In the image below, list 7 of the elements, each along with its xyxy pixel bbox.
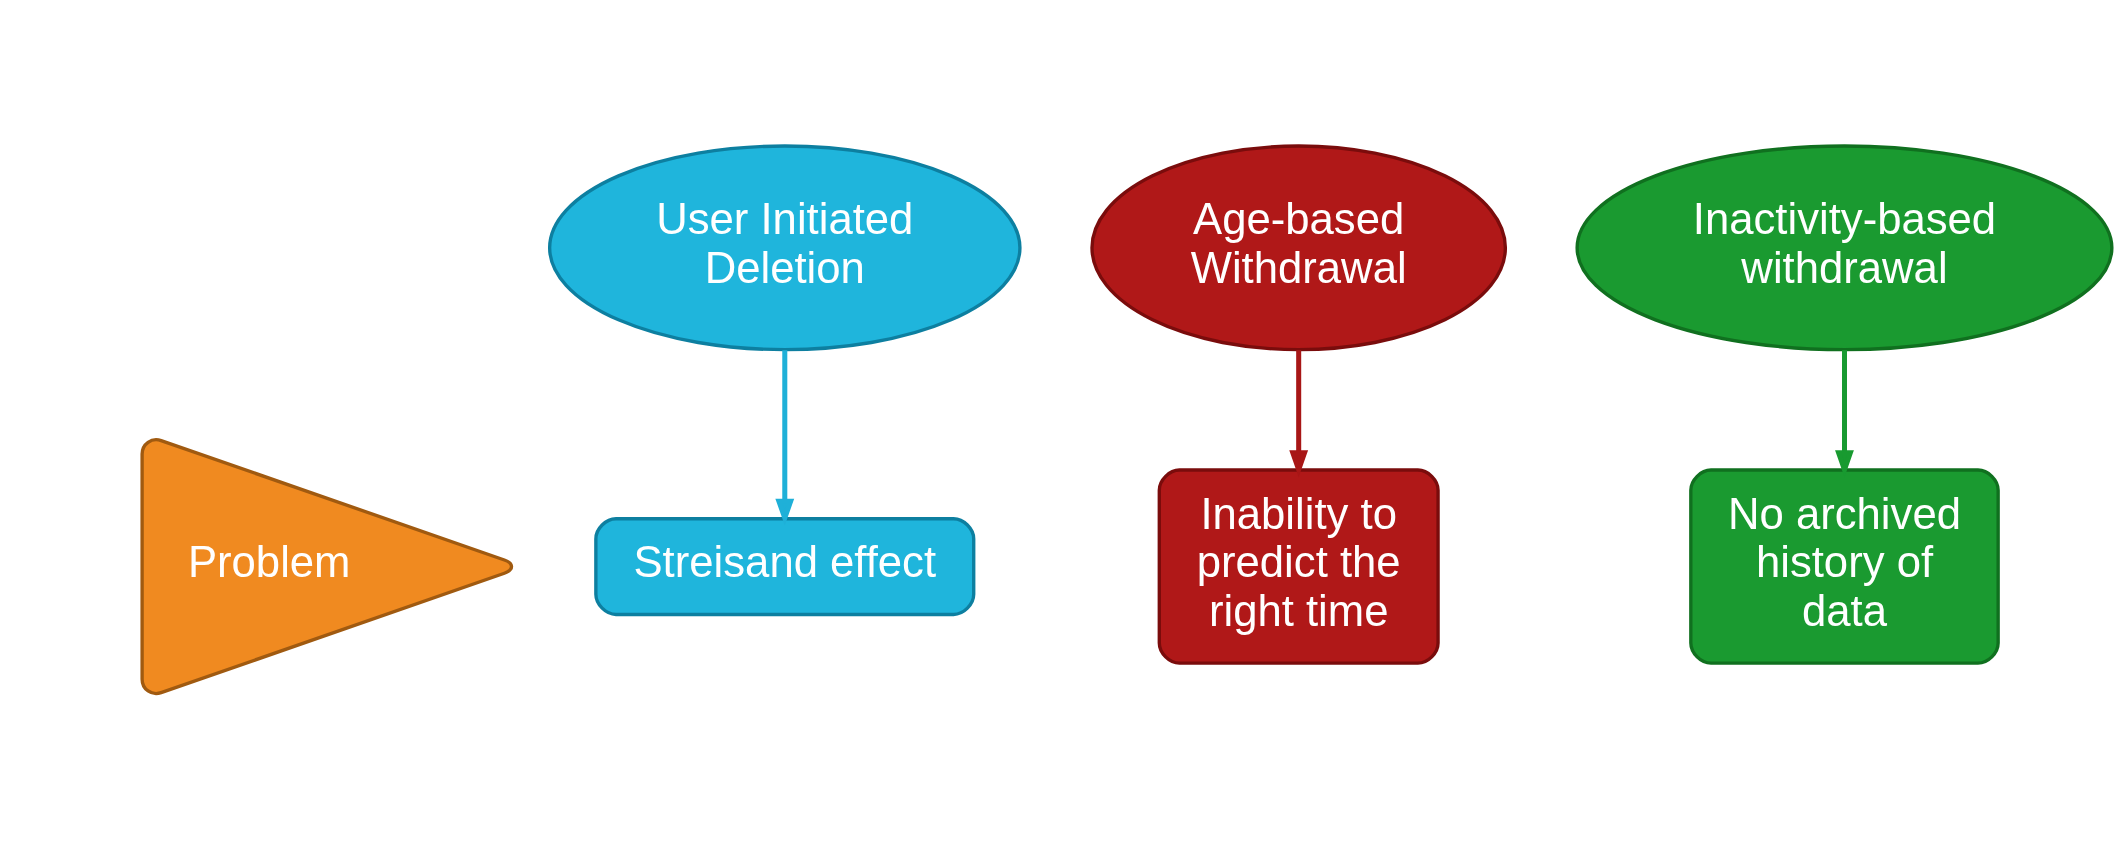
node-ellipse: Age-based Withdrawal bbox=[1090, 144, 1508, 352]
node-box: Streisand effect bbox=[594, 517, 976, 617]
arrow bbox=[1289, 350, 1309, 478]
node-ellipse: Inactivity-based withdrawal bbox=[1575, 144, 2114, 352]
node-box: No archived history of data bbox=[1689, 468, 2000, 665]
node-box: Inability to predict the right time bbox=[1157, 468, 1440, 665]
node-ellipse: User Initiated Deletion bbox=[547, 144, 1022, 352]
